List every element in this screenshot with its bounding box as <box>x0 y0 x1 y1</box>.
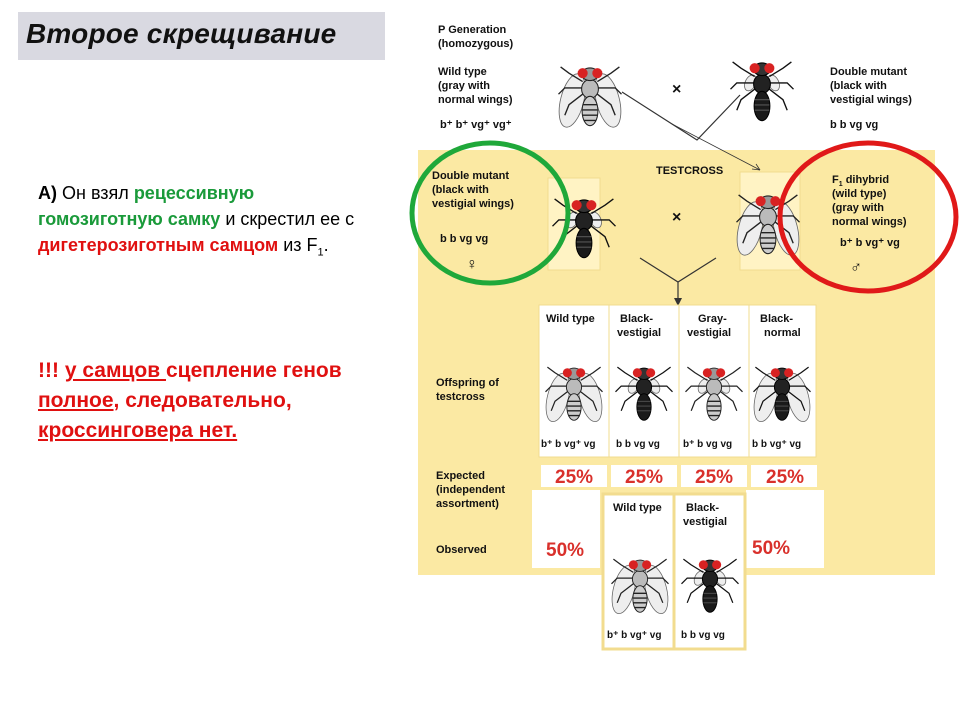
description-paragraph: А) Он взял рецессивную гомозиготную самк… <box>38 180 383 266</box>
para-text: . <box>323 235 329 255</box>
observed-cell-right <box>746 490 824 568</box>
para-text: и скрестил ее с <box>220 209 355 229</box>
testcross-label: TESTCROSS <box>656 165 723 177</box>
svg-text:b⁺ b vg⁺ vg: b⁺ b vg⁺ vg <box>541 439 595 450</box>
testcross-cross-symbol: × <box>672 209 681 226</box>
svg-text:b⁺ b vg vg: b⁺ b vg vg <box>683 439 732 450</box>
svg-text:b b vg⁺ vg: b b vg⁺ vg <box>752 439 801 450</box>
observed-percent-left: 50% <box>546 540 584 561</box>
slide-title-box: Второе скрещивание <box>18 12 385 60</box>
dihybrid-label: F1 dihybrid (wild type) (gray with norma… <box>832 174 907 228</box>
wild-type-fly <box>553 66 627 131</box>
double-mutant-fly <box>729 61 795 122</box>
exclamation-marks: !!! <box>38 359 65 382</box>
offspring-card-black-vestigial: Black-vestigial b b vg vg <box>608 304 680 458</box>
observed-percent-right: 50% <box>752 538 790 559</box>
expected-percent-1: 25% <box>555 467 593 488</box>
conclusion-paragraph: !!! у самцов сцепление генов полное, сле… <box>38 356 383 446</box>
female-symbol: ♀ <box>466 256 478 273</box>
p-cross-lines <box>621 91 741 141</box>
wild-type-label: Wild type (gray with normal wings) <box>438 66 513 106</box>
expected-cell-1 <box>541 465 607 487</box>
expected-cell-4 <box>751 465 817 487</box>
dihybrid-genotype: b⁺ b vg⁺ vg <box>840 237 900 249</box>
svg-text:Wild type: Wild type <box>546 313 595 325</box>
observed-cell-left <box>532 490 600 568</box>
mutant-genotype: b b vg vg <box>830 119 878 131</box>
svg-text:Black-vestigial: Black-vestigial <box>683 502 727 528</box>
p-generation-label: P Generation (homozygous) <box>438 24 513 50</box>
svg-text:Black-normal: Black-normal <box>760 313 801 339</box>
males-text: у самцов <box>64 359 166 382</box>
f1-arrow-head <box>751 163 761 171</box>
offspring-label: Offspring of testcross <box>436 377 502 403</box>
double-mutant-label: Double mutant (black with vestigial wing… <box>830 66 912 106</box>
expected-cell-2 <box>611 465 677 487</box>
offspring-card-wild: Wild type b⁺ b vg⁺ vg <box>538 304 610 458</box>
therefore-text: , следовательно, <box>113 389 292 412</box>
p-cross-symbol: × <box>672 81 681 98</box>
testcross-mutant-genotype: b b vg vg <box>440 233 488 245</box>
svg-text:b b vg vg: b b vg vg <box>681 630 725 641</box>
offspring-card-gray-vestigial: Gray-vestigial b⁺ b vg vg <box>678 304 750 458</box>
offspring-arrow-head <box>674 298 682 306</box>
expected-cell-3 <box>681 465 747 487</box>
slide-title: Второе скрещивание <box>26 18 337 49</box>
no-crossingover-text: кроссинговера нет. <box>38 419 238 442</box>
recessive-female-text: рецессивную гомозиготную самку <box>38 183 255 229</box>
f1-arrow <box>671 123 761 171</box>
observed-card-black-vestigial: Black-vestigial b b vg vg <box>672 492 747 651</box>
dihybrid-male-text: дигетерозиготным самцом <box>38 235 279 255</box>
testcross-mutant-label: Double mutant (black with vestigial wing… <box>432 170 514 210</box>
para-text: из F <box>278 235 318 255</box>
svg-text:Black-vestigial: Black-vestigial <box>617 313 661 339</box>
point-a-label: А) <box>38 183 57 203</box>
observed-label: Observed <box>436 544 487 556</box>
male-symbol: ♂ <box>850 259 862 276</box>
svg-text:b⁺ b vg⁺ vg: b⁺ b vg⁺ vg <box>607 630 661 641</box>
offspring-card-black-normal: Black-normal b b vg⁺ vg <box>748 304 817 458</box>
observed-card-wild: Wild type b⁺ b vg⁺ vg <box>601 492 676 651</box>
male-highlight-circle <box>777 140 959 294</box>
svg-text:Wild type: Wild type <box>613 502 662 514</box>
complete-text: полное <box>38 389 114 412</box>
svg-text:Gray-vestigial: Gray-vestigial <box>687 313 731 339</box>
female-highlight-circle <box>409 140 571 286</box>
expected-percent-4: 25% <box>766 467 804 488</box>
f1-subscript: 1 <box>317 246 324 259</box>
linkage-text: сцепление генов <box>165 359 342 382</box>
wild-genotype: b⁺ b⁺ vg⁺ vg⁺ <box>440 119 512 131</box>
para-text: Он взял <box>57 183 134 203</box>
expected-label: Expected (independent assortment) <box>436 470 508 510</box>
expected-percent-3: 25% <box>695 467 733 488</box>
svg-text:b b vg vg: b b vg vg <box>616 439 660 450</box>
expected-percent-2: 25% <box>625 467 663 488</box>
